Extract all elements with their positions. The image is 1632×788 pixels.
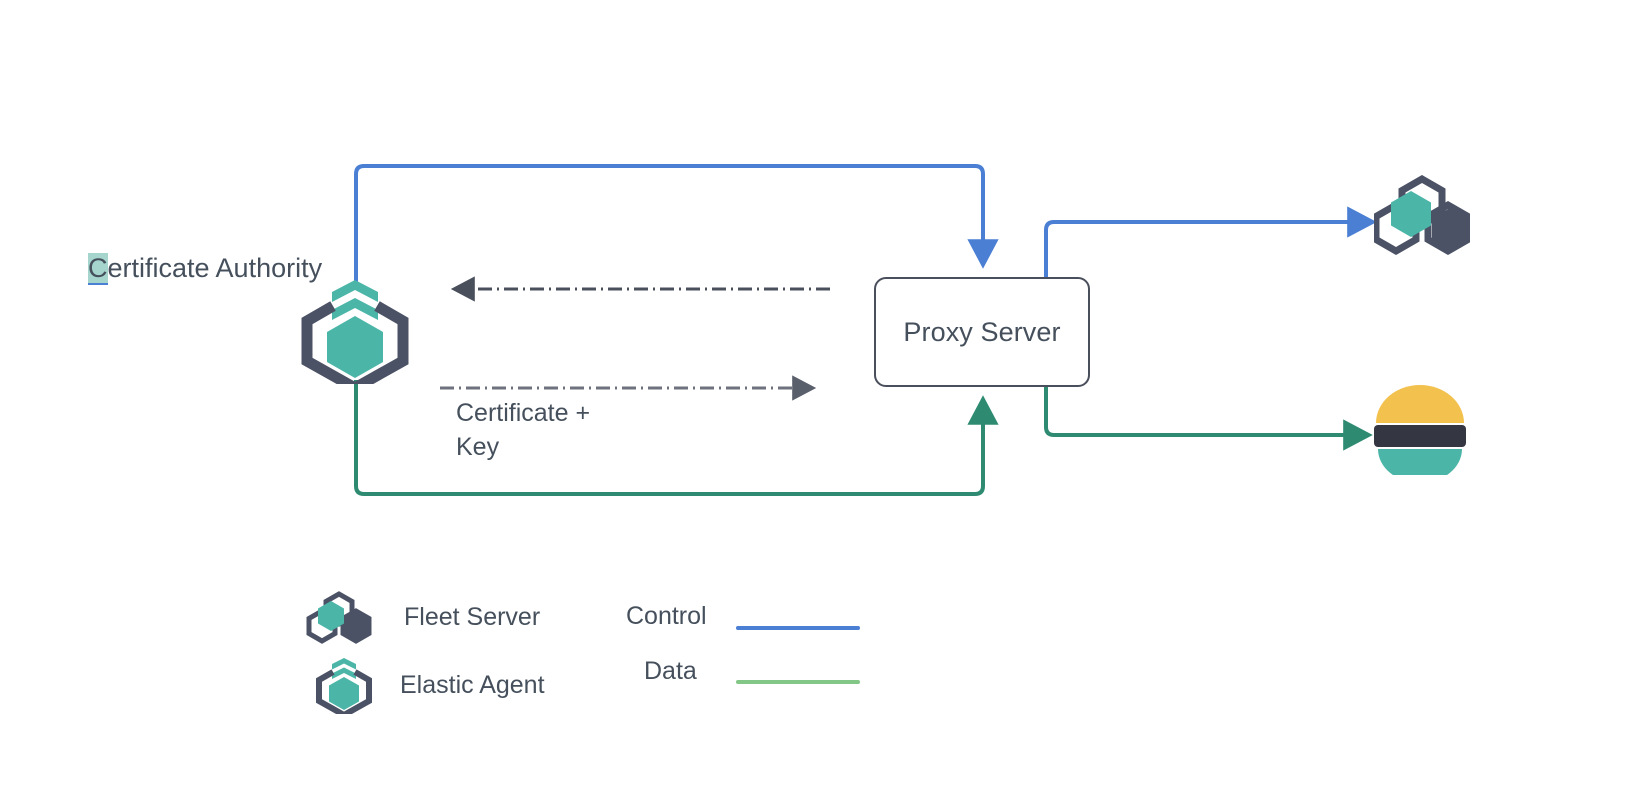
- certificate-key-line-2: Key: [456, 433, 500, 461]
- fleet-server-node-icon: [1372, 174, 1472, 263]
- legend-data-line: [736, 680, 860, 684]
- fleet-server-icon: [306, 591, 372, 644]
- legend-elastic-agent-icon: [316, 656, 372, 719]
- edge-proxy-to-fleet-control: [1044, 206, 1377, 278]
- edge-ca-to-proxy-data: [354, 380, 999, 496]
- certificate-authority-label-rest: ertificate Authority: [107, 253, 323, 283]
- elastic-agent-icon: [316, 658, 372, 719]
- edge-ca-to-proxy-control: [354, 164, 999, 288]
- proxy-server-label: Proxy Server: [903, 316, 1061, 347]
- edge-proxy-to-elasticsearch-data: [1044, 386, 1373, 451]
- certificate-authority-agent-icon: [300, 276, 410, 395]
- certificate-key-edge-label: Certificate + Key: [456, 396, 656, 464]
- fleet-server-icon: [1372, 174, 1472, 256]
- elastic-agent-icon: [301, 280, 409, 395]
- legend-elastic-agent-label: Elastic Agent: [400, 671, 545, 699]
- proxy-server-node[interactable]: Proxy Server: [874, 277, 1090, 387]
- certificate-key-line-1: Certificate +: [456, 399, 591, 427]
- legend-control-line: [736, 626, 860, 630]
- certificate-authority-label: Certificate Authority: [88, 253, 323, 285]
- legend-control-label: Control: [626, 602, 707, 630]
- legend-fleet-server-label: Fleet Server: [404, 603, 541, 631]
- elasticsearch-icon: [1374, 385, 1466, 483]
- selected-character: C: [88, 253, 108, 285]
- legend-fleet-server-icon: [306, 591, 372, 647]
- elasticsearch-node-icon: [1370, 385, 1470, 483]
- legend-data-label: Data: [644, 657, 697, 685]
